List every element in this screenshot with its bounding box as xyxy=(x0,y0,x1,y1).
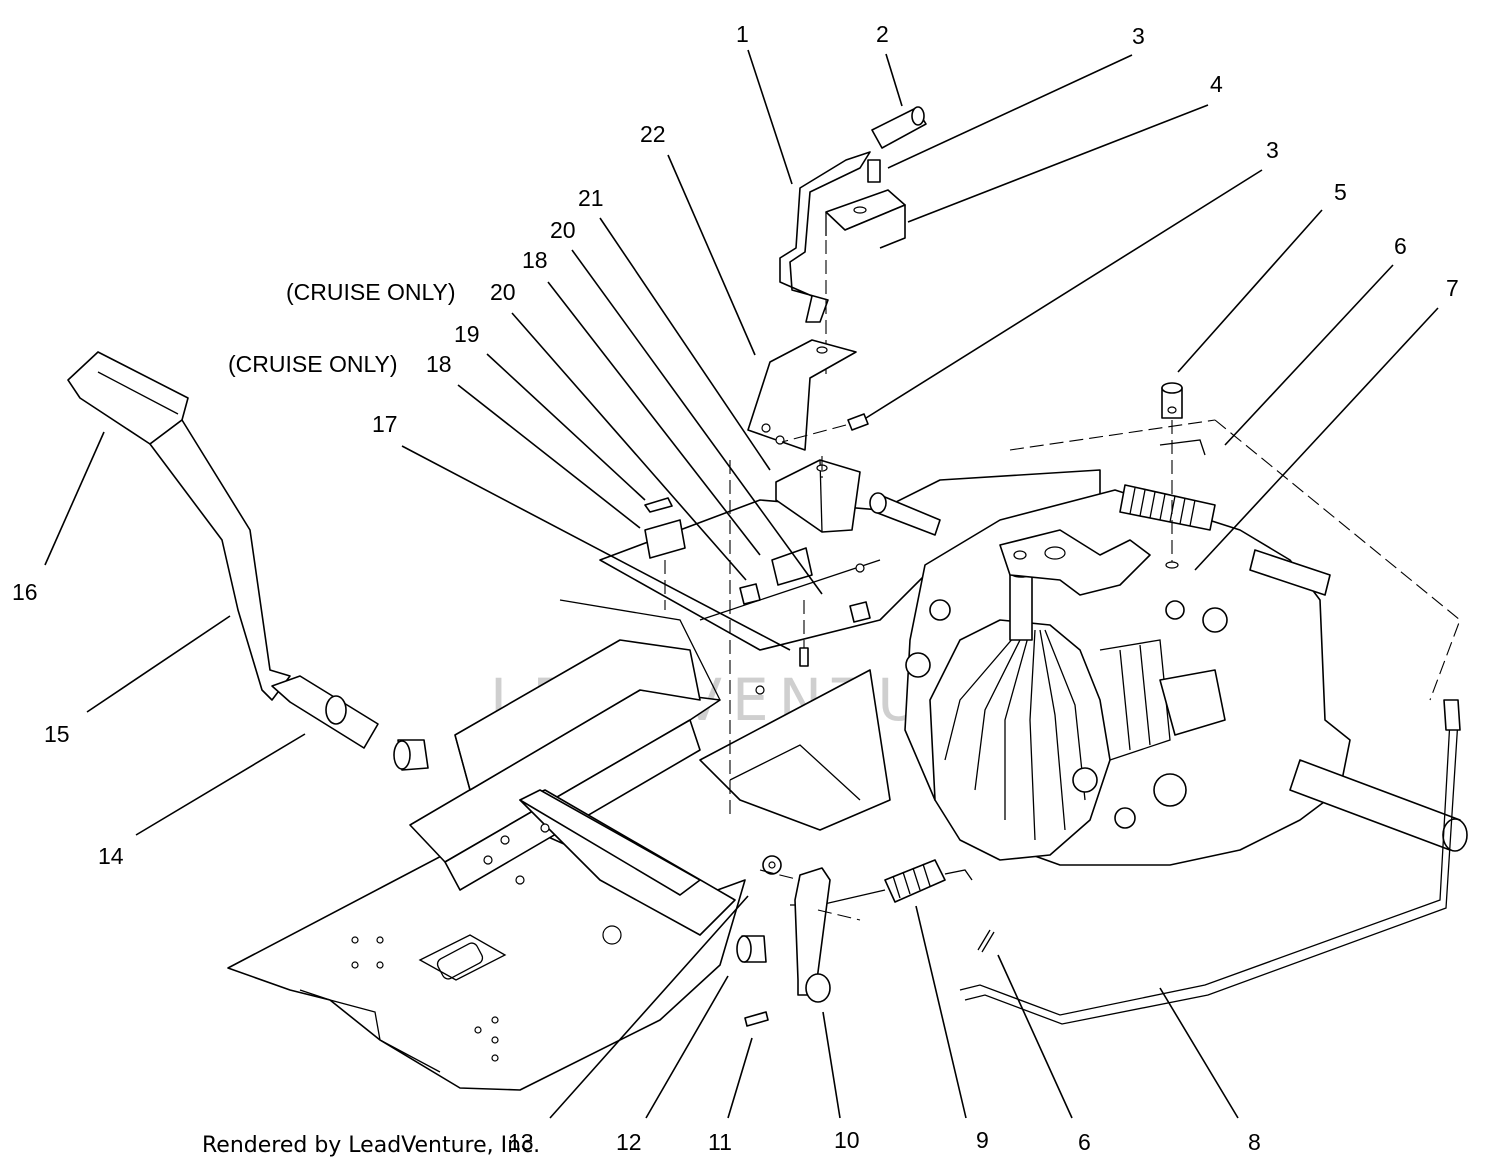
callout-13: 13 xyxy=(508,1129,534,1155)
cruise-only-note: (CRUISE ONLY) xyxy=(286,279,456,305)
callout-15: 15 xyxy=(44,721,70,747)
callout-3: 3 xyxy=(1132,23,1145,49)
callout-4: 4 xyxy=(1210,71,1223,97)
callout-17: 17 xyxy=(372,411,398,437)
callout-2: 2 xyxy=(876,21,889,47)
callout-3: 3 xyxy=(1266,137,1279,163)
callout-6: 6 xyxy=(1394,233,1407,259)
callout-22: 22 xyxy=(640,121,666,147)
part-5-pin xyxy=(1161,382,1183,569)
callout-1: 1 xyxy=(736,21,749,47)
callout-6: 6 xyxy=(1078,1129,1091,1155)
callout-5: 5 xyxy=(1334,179,1347,205)
cruise-only-note: (CRUISE ONLY) xyxy=(228,351,398,377)
callout-12: 12 xyxy=(616,1129,642,1155)
callout-18: 18 xyxy=(522,247,548,273)
callout-21: 21 xyxy=(578,185,604,211)
render-credit: Rendered by LeadVenture, Inc. xyxy=(202,1133,540,1158)
callout-20: 20 xyxy=(490,279,516,305)
callout-18: 18 xyxy=(426,351,452,377)
callout-20: 20 xyxy=(550,217,576,243)
callout-16: 16 xyxy=(12,579,38,605)
leader-lines xyxy=(44,49,1439,1119)
callout-19: 19 xyxy=(454,321,480,347)
linkage-parts xyxy=(736,699,1461,1027)
transaxle xyxy=(869,419,1468,866)
callout-9: 9 xyxy=(976,1127,989,1153)
callout-8: 8 xyxy=(1248,1129,1261,1155)
callout-labels: 1 2 3 4 3 5 6 7 22 21 20 18 (CRUISE ONLY… xyxy=(12,21,1459,1155)
callout-10: 10 xyxy=(834,1127,860,1153)
callout-11: 11 xyxy=(708,1129,732,1155)
cruise-lever-assembly xyxy=(644,106,927,820)
callout-7: 7 xyxy=(1446,275,1459,301)
pedal-assembly xyxy=(67,351,429,771)
frame-assembly xyxy=(227,469,1101,1091)
callout-14: 14 xyxy=(98,843,124,869)
